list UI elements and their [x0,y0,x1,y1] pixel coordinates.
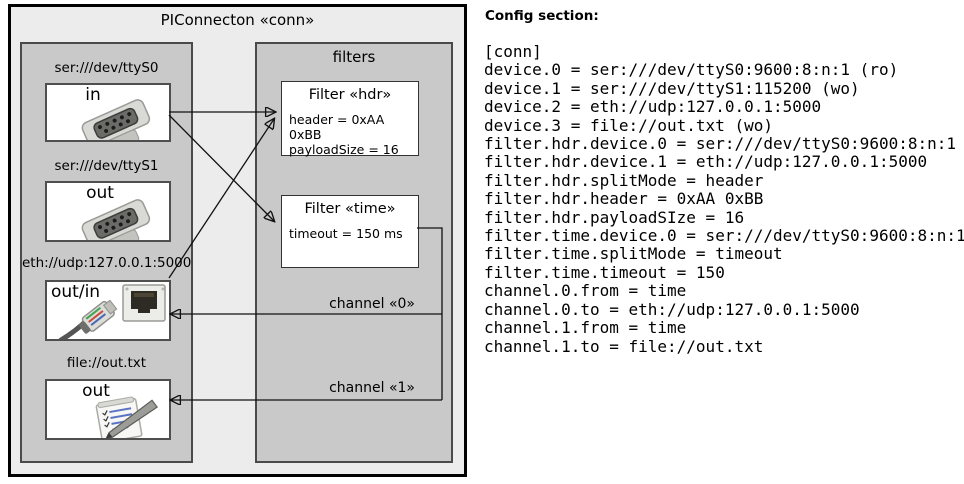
device-uri-label-ttys1: ser:///dev/ttyS1 [54,158,159,174]
filters-group-title: filters [332,48,376,66]
serial-connector-icon [81,199,151,240]
filter-title: Filter «time» [304,201,396,217]
filter-attribute: timeout = 150 ms [289,226,403,241]
device-direction-label: out/in [51,282,101,302]
filter-title: Filter «hdr» [308,87,392,103]
device-direction-label: out [86,183,114,203]
device-box-eth: out/in [45,280,171,341]
device-uri-label-ttys0: ser:///dev/ttyS0 [54,60,159,76]
device-direction-label: in [85,85,101,105]
diagram-title: PIConnecton «conn» [160,11,315,29]
device-direction-label: out [82,381,110,401]
device-box-ttys0: in [45,83,171,142]
filter-attribute: header = 0xAA 0xBB [289,112,385,142]
ethernet-socket-icon [122,284,166,322]
device-uri-label-eth: eth://udp:127.0.0.1:5000 [22,255,192,271]
channel-1-label: channel «1» [329,380,415,396]
device-box-ttys1: out [45,181,171,242]
filters-group: filters Filter «hdr» header = 0xAA 0xBB … [255,42,453,463]
config-section-title: Config section: [485,8,599,24]
config-listing: [conn] device.0 = ser:///dev/ttyS0:9600:… [484,42,964,356]
filter-attribute: payloadSize = 16 [289,142,399,157]
channel-0-label: channel «0» [329,296,415,312]
serial-connector-icon [81,99,151,140]
filter-box-time: Filter «time» timeout = 150 ms [281,195,419,268]
device-uri-label-file: file://out.txt [66,355,147,371]
filter-box-hdr: Filter «hdr» header = 0xAA 0xBB payloadS… [281,81,419,157]
ethernet-plug-cable-icon [58,299,118,339]
device-box-file: out [45,379,171,440]
config-section: Config section: [conn] device.0 = ser://… [484,0,964,484]
file-notepad-icon [95,396,158,438]
devices-group: ser:///dev/ttyS0 in [20,42,193,463]
piconnection-diagram-frame: PIConnecton «conn» ser:///dev/ttyS0 in [8,4,467,477]
